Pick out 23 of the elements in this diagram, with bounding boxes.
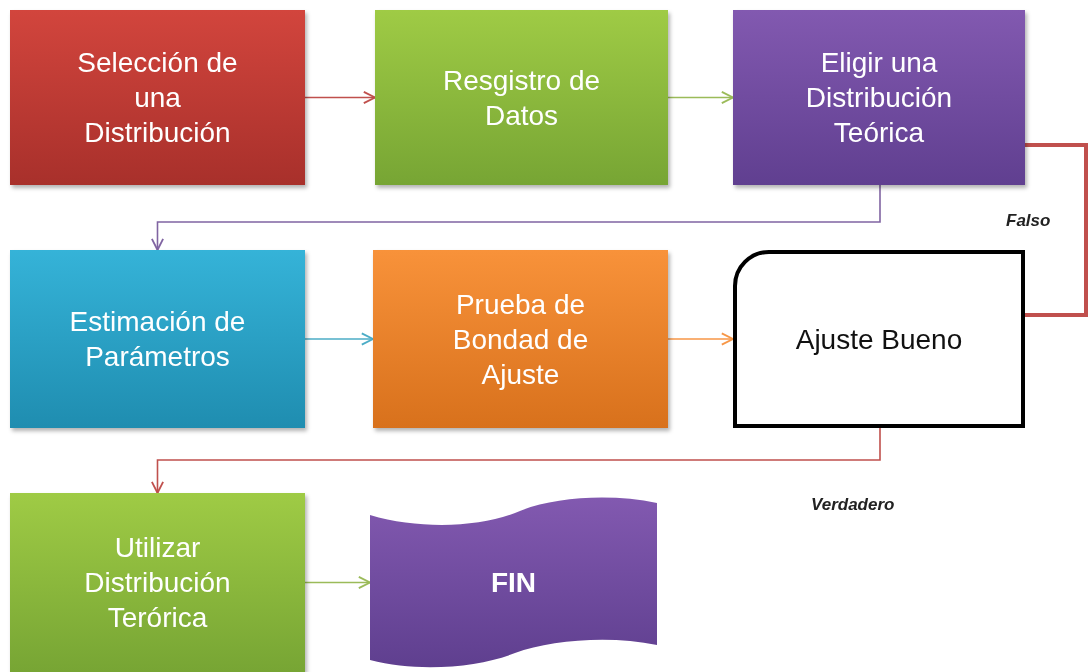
process-box <box>10 250 305 428</box>
process-box <box>10 10 305 185</box>
node-label: Eligir una Distribución Teórica <box>804 46 954 150</box>
terminator-tape-shape <box>370 495 657 670</box>
arrow <box>304 332 374 346</box>
process-box <box>733 10 1025 185</box>
node-label: Utilizar Distribución Terórica <box>83 531 232 635</box>
arrow <box>304 91 376 104</box>
node-label: Ajuste Bueno <box>795 322 963 357</box>
end-label: FIN <box>490 566 537 600</box>
arrow <box>667 91 734 104</box>
process-box <box>373 250 668 428</box>
node-label: Prueba de Bondad de Ajuste <box>451 287 590 392</box>
process-box <box>10 493 305 672</box>
arrow <box>151 184 881 251</box>
arrow <box>151 427 881 494</box>
node-label: Selección de una Distribución <box>76 46 239 150</box>
node-label: Resgistro de Datos <box>441 63 602 133</box>
node-label: Estimación de Parámetros <box>68 305 247 374</box>
decision-box <box>733 250 1025 428</box>
process-box <box>375 10 668 185</box>
arrow <box>667 332 734 346</box>
arrow <box>304 576 371 589</box>
